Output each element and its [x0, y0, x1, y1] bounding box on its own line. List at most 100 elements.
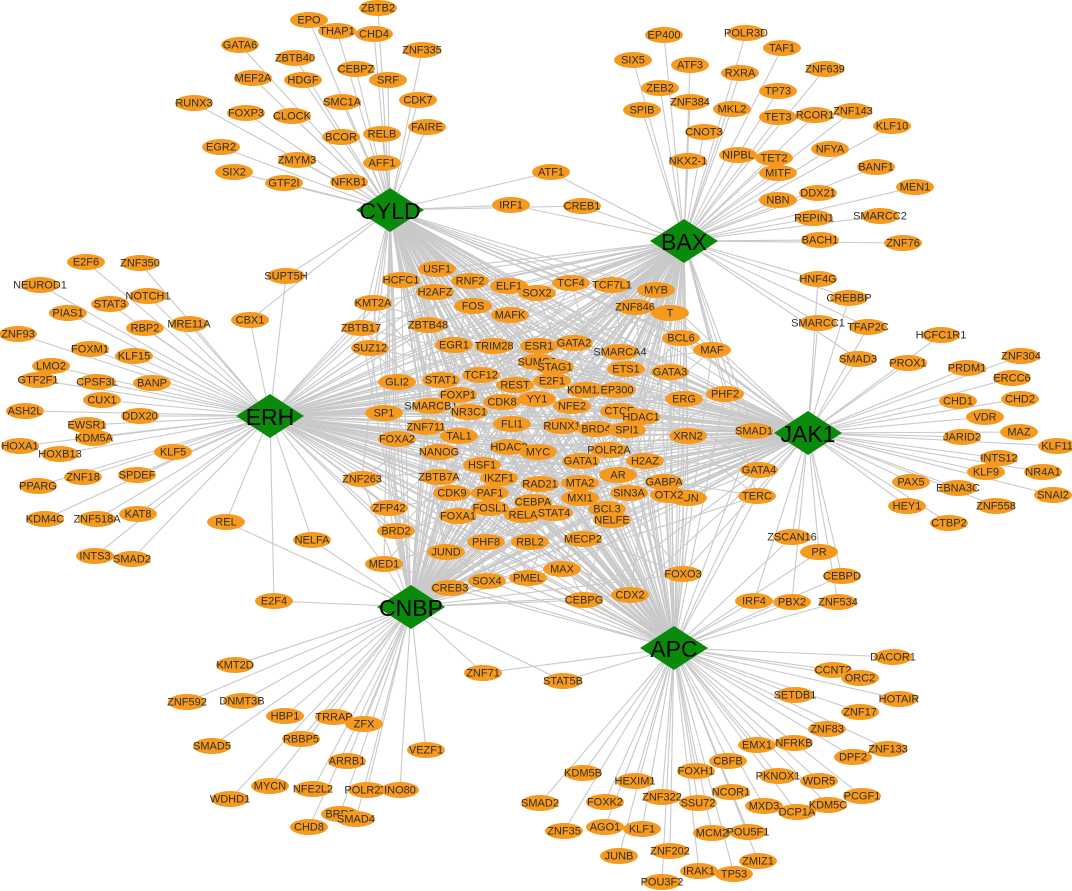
tf-node-spi1[interactable]: SPI1 [608, 422, 646, 438]
tf-node-shape[interactable] [175, 95, 213, 111]
tf-node-shape[interactable] [471, 485, 509, 501]
tf-node-shape[interactable] [669, 153, 707, 169]
tf-node-shape[interactable] [251, 778, 289, 794]
tf-node-shape[interactable] [337, 811, 375, 827]
tf-node-prdm1[interactable]: PRDM1 [948, 360, 987, 376]
tf-node-shape[interactable] [330, 174, 368, 190]
tf-node-pmel[interactable]: PMEL [509, 570, 547, 586]
tf-node-shape[interactable] [801, 232, 839, 248]
tf-node-nfe2l2[interactable]: NFE2L2 [293, 781, 333, 797]
tf-node-shape[interactable] [223, 693, 261, 709]
tf-node-shape[interactable] [745, 798, 783, 814]
tf-node-ikzf1[interactable]: IKZF1 [480, 470, 518, 486]
tf-node-shape[interactable] [598, 382, 636, 398]
tf-node-shape[interactable] [564, 765, 602, 781]
tf-node-foxa2[interactable]: FOXA2 [378, 431, 416, 447]
hub-node-shape[interactable] [640, 626, 708, 670]
tf-node-pou3f2[interactable]: POU3F2 [641, 874, 684, 890]
tf-node-chd1[interactable]: CHD1 [939, 393, 977, 409]
tf-node-maf[interactable]: MAF [693, 342, 731, 358]
tf-node-kdm5c[interactable]: KDM5C [809, 797, 848, 813]
tf-node-ets1[interactable]: ETS1 [607, 361, 645, 377]
tf-node-shape[interactable] [471, 500, 509, 516]
tf-node-shape[interactable] [6, 403, 44, 419]
tf-node-shape[interactable] [669, 428, 707, 444]
tf-node-cux1[interactable]: CUX1 [83, 392, 121, 408]
tf-node-klf15[interactable]: KLF15 [115, 348, 153, 364]
tf-node-shape[interactable] [759, 109, 797, 125]
tf-node-tp53[interactable]: TP53 [715, 866, 753, 882]
tf-node-shape[interactable] [480, 470, 518, 486]
tf-node-shape[interactable] [420, 444, 458, 460]
tf-node-trim28[interactable]: TRIM28 [474, 338, 514, 354]
tf-node-shape[interactable] [318, 23, 356, 39]
tf-node-shape[interactable] [776, 687, 814, 703]
tf-node-zfp42[interactable]: ZFP42 [370, 500, 408, 516]
tf-node-ep400[interactable]: EP400 [645, 27, 683, 43]
tf-node-h2az[interactable]: H2AZ [626, 453, 664, 469]
tf-node-znf202[interactable]: ZNF202 [650, 843, 690, 859]
tf-node-znf133[interactable]: ZNF133 [868, 741, 908, 757]
tf-node-shape[interactable] [795, 210, 833, 226]
tf-node-znf76[interactable]: ZNF76 [884, 235, 922, 251]
tf-node-shape[interactable] [759, 165, 797, 181]
tf-node-shape[interactable] [440, 428, 478, 444]
tf-node-shape[interactable] [561, 475, 599, 491]
tf-node-shape[interactable] [727, 25, 765, 41]
tf-node-nfe2[interactable]: NFE2 [553, 398, 591, 414]
tf-node-shape[interactable] [255, 593, 293, 609]
tf-node-shape[interactable] [799, 315, 837, 331]
tf-node-foxk2[interactable]: FOXK2 [586, 794, 624, 810]
tf-node-shape[interactable] [273, 108, 311, 124]
tf-node-shape[interactable] [641, 80, 679, 96]
tf-node-shape[interactable] [370, 500, 408, 516]
tf-node-shape[interactable] [19, 478, 57, 494]
tf-node-shape[interactable] [207, 514, 245, 530]
tf-node-shape[interactable] [811, 141, 849, 157]
tf-node-shape[interactable] [623, 102, 661, 118]
tf-node-dpf2[interactable]: DPF2 [834, 749, 872, 765]
tf-node-chd4[interactable]: CHD4 [355, 26, 393, 42]
tf-node-shape[interactable] [610, 485, 648, 501]
tf-node-shape[interactable] [800, 544, 838, 560]
tf-node-shape[interactable] [119, 506, 157, 522]
tf-node-shape[interactable] [464, 665, 502, 681]
tf-node-cbfb[interactable]: CBFB [709, 753, 747, 769]
tf-node-shape[interactable] [590, 442, 628, 458]
tf-node-wdhd1[interactable]: WDHD1 [210, 791, 250, 807]
tf-node-shape[interactable] [563, 198, 601, 214]
tf-node-shape[interactable] [759, 192, 797, 208]
hub-node-bax[interactable]: BAX [650, 219, 718, 263]
tf-node-shape[interactable] [740, 462, 778, 478]
tf-node-yy1[interactable]: YY1 [518, 391, 556, 407]
tf-node-tcf7l1[interactable]: TCF7L1 [592, 277, 632, 293]
tf-node-setdb1[interactable]: SETDB1 [774, 687, 817, 703]
tf-node-mta2[interactable]: MTA2 [561, 475, 599, 491]
tf-node-shape[interactable] [19, 372, 57, 388]
tf-node-six2[interactable]: SIX2 [215, 164, 253, 180]
tf-node-znf304[interactable]: ZNF304 [1001, 348, 1041, 364]
tf-node-otx2[interactable]: OTX2 [650, 487, 688, 503]
tf-node-shape[interactable] [408, 119, 446, 135]
tf-node-shape[interactable] [980, 450, 1018, 466]
tf-node-shape[interactable] [799, 271, 837, 287]
tf-node-runx3[interactable]: RUNX3 [175, 95, 213, 111]
tf-node-smad2[interactable]: SMAD2 [521, 795, 559, 811]
tf-node-shape[interactable] [662, 330, 700, 346]
tf-node-bach1[interactable]: BACH1 [801, 232, 839, 248]
tf-node-sox4[interactable]: SOX4 [468, 573, 506, 589]
tf-node-shape[interactable] [809, 797, 847, 813]
tf-node-shape[interactable] [889, 355, 927, 371]
tf-node-shape[interactable] [520, 338, 558, 354]
tf-node-trrap[interactable]: TRRAP [315, 709, 353, 725]
tf-node-tet3[interactable]: TET3 [759, 109, 797, 125]
tf-node-rest[interactable]: REST [496, 377, 534, 393]
tf-node-ints3[interactable]: INTS3 [76, 548, 114, 564]
tf-node-shape[interactable] [593, 277, 631, 293]
tf-node-shape[interactable] [671, 94, 709, 110]
tf-node-shape[interactable] [514, 494, 552, 510]
tf-node-rel[interactable]: REL [207, 514, 245, 530]
tf-node-shape[interactable] [567, 382, 605, 398]
tf-node-six5[interactable]: SIX5 [614, 52, 652, 68]
tf-node-shape[interactable] [168, 694, 206, 710]
